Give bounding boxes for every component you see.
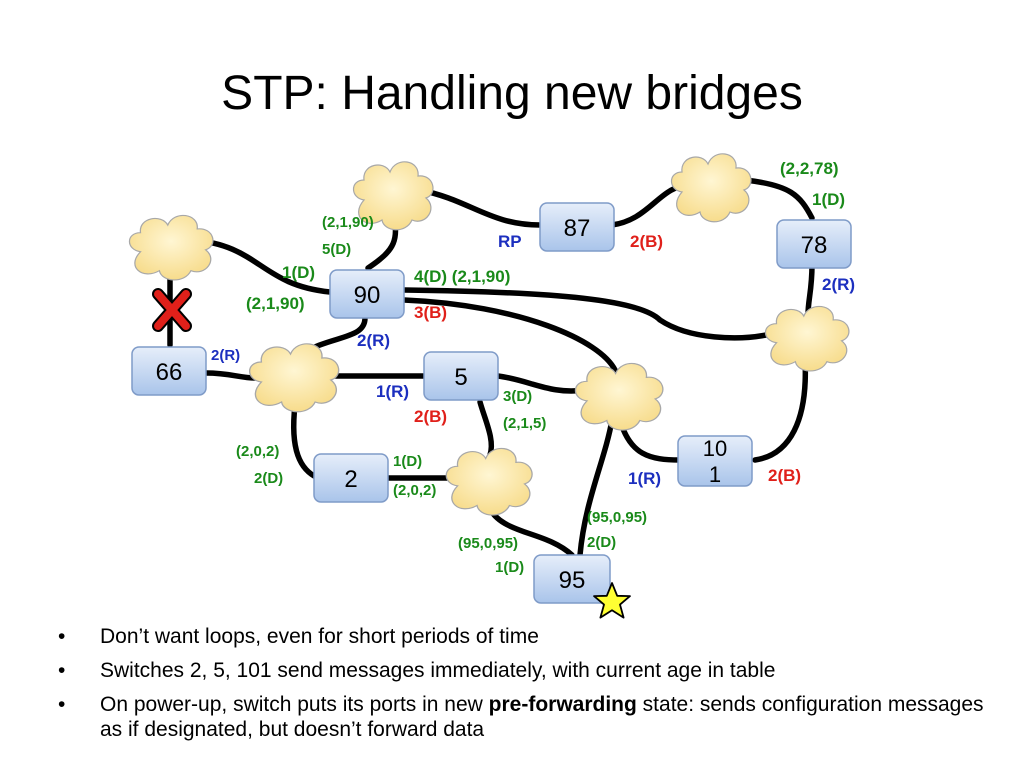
port-90-1d: 1(D) — [282, 263, 315, 282]
bridge-90[interactable]: 90 — [329, 269, 405, 319]
bullet-item: Switches 2, 5, 101 send messages immedia… — [58, 658, 998, 683]
port-95-2d: 2(D) — [587, 534, 616, 551]
bridge-5-label: 5 — [454, 364, 467, 391]
bridge-66[interactable]: 66 — [131, 346, 207, 396]
bridge-95[interactable]: 95 — [533, 554, 611, 604]
bullet-text-bold: pre-forwarding — [488, 693, 637, 716]
port-87-2b: 2(B) — [630, 232, 663, 251]
bridge-2-label: 2 — [344, 466, 357, 493]
lan-cloud-left — [128, 214, 214, 281]
red-x-icon — [152, 288, 192, 332]
port-101-1r: 1(R) — [628, 469, 661, 488]
bridge-5[interactable]: 5 — [423, 351, 499, 401]
link-cloud5right-95 — [577, 417, 615, 558]
link-cloudmid-101 — [752, 357, 809, 463]
bridge-78[interactable]: 78 — [776, 219, 852, 269]
slide-title: STP: Handling new bridges — [221, 67, 803, 120]
link-5-cloudbot — [477, 399, 494, 458]
bridge-78-label: 78 — [801, 232, 828, 259]
bridge-87-label: 87 — [564, 215, 591, 242]
port-90-2r: 2(R) — [357, 331, 390, 350]
config-2-1-90-left: (2,1,90) — [246, 294, 305, 313]
bridge-2[interactable]: 2 — [313, 453, 389, 503]
link-cloudright-78 — [742, 177, 815, 221]
config-2-1-90-top: (2,1,90) — [322, 214, 374, 231]
link-90-cloud5right — [401, 297, 618, 373]
bridge-101-label-line1: 10 — [703, 436, 727, 461]
bridge-90-label: 90 — [354, 282, 381, 309]
port-2-1d: 1(D) — [393, 453, 422, 470]
port-101-2b: 2(B) — [768, 466, 801, 485]
bullet-text: Don’t want loops, even for short periods… — [100, 625, 539, 648]
yellow-star-icon — [593, 582, 631, 619]
lan-cloud-center-right — [574, 362, 664, 431]
port-95-1d: 1(D) — [495, 559, 524, 576]
config-95-0-95-right: (95,0,95) — [587, 509, 647, 526]
bullet-text-pre: On power-up, switch puts its ports in ne… — [100, 693, 489, 716]
link-cloudbl-2 — [290, 402, 321, 481]
config-2-0-2-left: (2,0,2) — [236, 443, 279, 460]
port-90-3b: 3(B) — [414, 303, 447, 322]
port-78-1d: 1(D) — [812, 190, 845, 209]
config-2-0-2-right: (2,0,2) — [393, 482, 436, 499]
lan-cloud-bottom-center — [445, 447, 533, 516]
bridge-101[interactable]: 10 1 — [677, 435, 753, 487]
port-2-2d: 2(D) — [254, 470, 283, 487]
link-cloud-left-90 — [189, 237, 333, 295]
link-66-cloudbl — [203, 370, 258, 381]
port-90-5d: 5(D) — [322, 241, 351, 258]
port-90-4d: 4(D) (2,1,90) — [414, 267, 510, 286]
port-66-2r: 2(R) — [211, 347, 240, 364]
port-5-2b: 2(B) — [414, 407, 447, 426]
link-90-cloudmid — [401, 287, 769, 341]
network-links — [167, 177, 815, 558]
bullet-item: Don’t want loops, even for short periods… — [58, 624, 998, 649]
config-95-0-95-left: (95,0,95) — [458, 535, 518, 552]
bullet-item: On power-up, switch puts its ports in ne… — [58, 692, 998, 742]
port-87-rp: RP — [498, 232, 522, 251]
port-labels: (2,2,78) 1(D) 2(R) 2(B) RP (2,1,90) 5(D)… — [211, 159, 855, 576]
lan-cloud-topright — [670, 153, 752, 223]
config-2-1-5: (2,1,5) — [503, 415, 546, 432]
bullet-text-post: state: sends configuration messages as i… — [100, 693, 984, 741]
port-5-1r: 1(R) — [376, 382, 409, 401]
bridge-101-label-line2: 1 — [709, 462, 721, 487]
bridge-66-label: 66 — [156, 359, 183, 386]
link-cloudtop-87 — [417, 187, 543, 228]
bridges: 87 78 90 66 5 2 10 1 95 — [131, 202, 852, 604]
lan-cloud-mid-right — [764, 305, 850, 372]
port-5-3d: 3(D) — [503, 388, 532, 405]
bullet-text: Switches 2, 5, 101 send messages immedia… — [100, 659, 776, 682]
stp-topology-diagram: 87 78 90 66 5 2 10 1 95 — [128, 153, 855, 619]
bridge-95-label: 95 — [559, 567, 586, 594]
port-78-2r: 2(R) — [822, 275, 855, 294]
bridge-87[interactable]: 87 — [539, 202, 615, 252]
bullet-list: Don’t want loops, even for short periods… — [58, 624, 998, 751]
config-2-2-78: (2,2,78) — [780, 159, 839, 178]
lan-cloud-bottom-left — [248, 343, 340, 413]
